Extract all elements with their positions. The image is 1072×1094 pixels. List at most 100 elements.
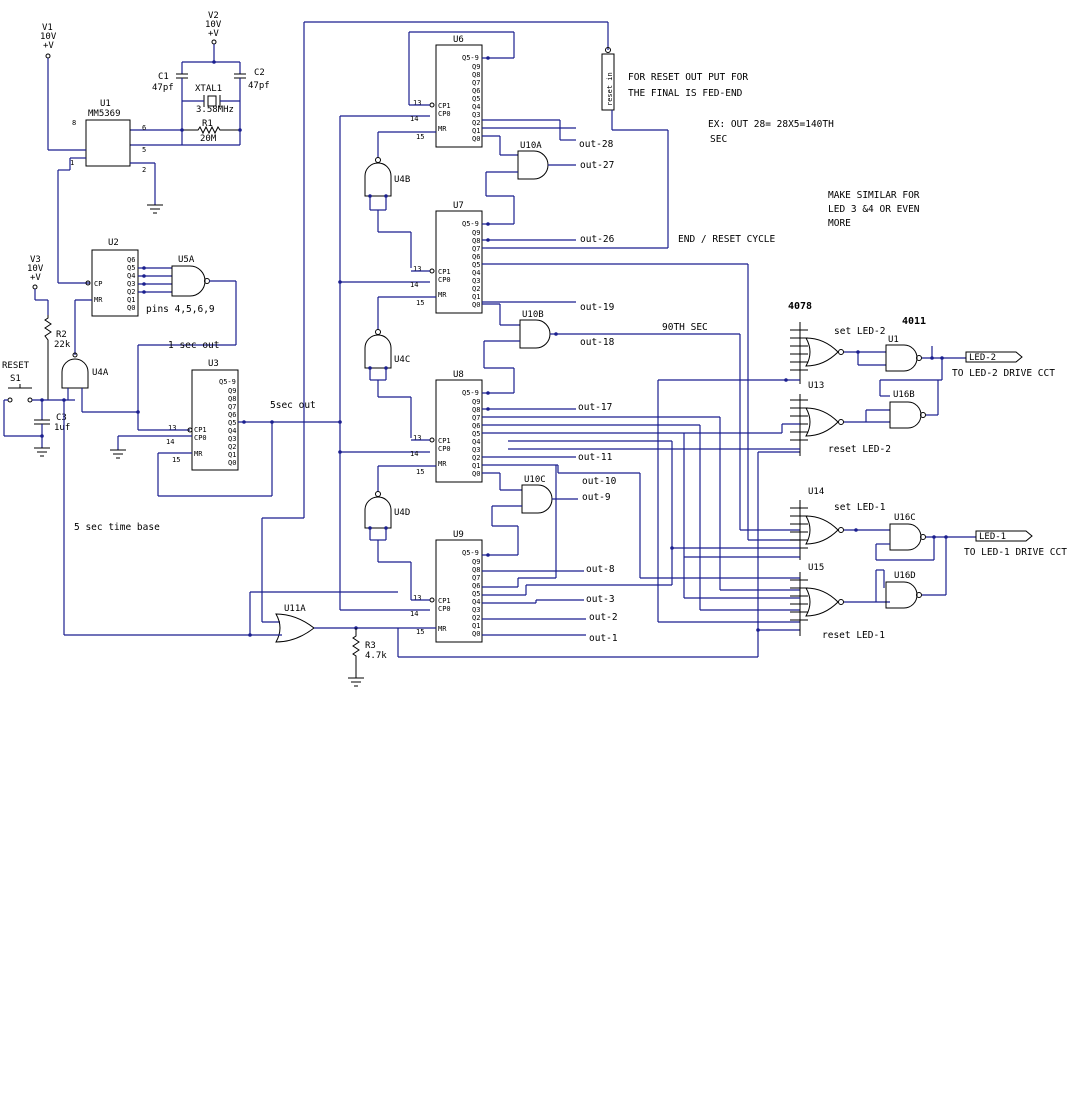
output-8: out-8	[586, 564, 615, 575]
svg-text:Q5: Q5	[228, 419, 236, 427]
svg-text:U7: U7	[453, 201, 464, 211]
v2-polarity: +V	[208, 29, 219, 39]
output-3: out-3	[586, 594, 615, 605]
svg-text:Q6: Q6	[472, 253, 480, 261]
svg-text:13: 13	[413, 99, 421, 107]
svg-text:13: 13	[168, 424, 176, 432]
svg-text:MR: MR	[438, 125, 447, 133]
chip-u2: U2 4024 Q6 Q5 Q4 Q3 Q2 Q1 Q0 CP MR pins …	[74, 238, 215, 355]
svg-text:U13: U13	[808, 381, 824, 391]
notes: FOR RESET OUT PUT FOR THE FINAL IS FED-E…	[628, 72, 920, 333]
end-reset-label: END / RESET CYCLE	[678, 234, 776, 245]
u1-pin8: 8	[72, 119, 76, 127]
svg-text:Q3: Q3	[472, 446, 480, 454]
svg-text:Q8: Q8	[472, 406, 480, 414]
led2-connector[interactable]	[965, 351, 1023, 363]
gate-u4b: U4B	[364, 132, 412, 268]
svg-text:R3: R3	[365, 641, 376, 651]
svg-text:Q6: Q6	[228, 411, 236, 419]
svg-text:set LED-2: set LED-2	[834, 326, 885, 337]
svg-text:Q5-9: Q5-9	[462, 54, 479, 62]
led1-output: LED-1 TO LED-1 DRIVE CCT	[964, 530, 1067, 558]
svg-text:Q9: Q9	[472, 63, 480, 71]
gate-u15-reset-led1: U15 reset LED-1	[639, 433, 890, 641]
switch-contact-right[interactable]	[27, 397, 33, 403]
svg-text:U10C: U10C	[524, 475, 546, 485]
output-27: out-27	[580, 160, 614, 171]
crystal-section: C1 47pf C2 47pf XTAL1 3.58MHz R1 20M	[130, 60, 270, 146]
u1-pin6: 6	[142, 124, 146, 132]
output-2: out-2	[589, 612, 618, 623]
s1-label[interactable]: S1	[10, 374, 21, 384]
svg-text:Q4: Q4	[472, 103, 480, 111]
c2-value: 47pf	[248, 81, 270, 91]
svg-text:U16B: U16B	[893, 390, 915, 400]
c1-name: C1	[158, 72, 169, 82]
gate-u11a: U11A R3 4.7k	[248, 451, 800, 687]
chip-u8: U8 4017 Q5-9 Q9 Q8 Q7 Q6 Q5 Q4 Q3 Q2 Q1 …	[378, 367, 800, 611]
svg-text:Q5: Q5	[472, 430, 480, 438]
svg-text:CP0: CP0	[438, 445, 451, 453]
svg-text:Q6: Q6	[472, 422, 480, 430]
v3-value: 10V	[27, 264, 44, 274]
svg-text:U10B: U10B	[522, 310, 544, 320]
svg-text:Q2: Q2	[127, 288, 135, 296]
note-example-line1: EX: OUT 28= 28X5=140TH	[708, 119, 834, 130]
svg-text:Q0: Q0	[472, 135, 480, 143]
clock-bus	[338, 115, 430, 611]
svg-text:U4C: U4C	[394, 355, 410, 365]
output-9: out-9	[582, 492, 611, 503]
svg-text:Q5: Q5	[472, 590, 480, 598]
v1-value: 10V	[40, 32, 57, 42]
r1-value: 20M	[200, 134, 217, 144]
five-sec-label: 5sec out	[270, 400, 316, 411]
switch-contact-left[interactable]	[7, 397, 13, 403]
u1-pin1: 1	[70, 159, 74, 167]
r2-name: R2	[56, 330, 67, 340]
svg-text:Q9: Q9	[472, 398, 480, 406]
svg-text:Q5-9: Q5-9	[462, 549, 479, 557]
svg-text:U3: U3	[208, 359, 219, 369]
svg-text:reset LED-2: reset LED-2	[828, 444, 891, 455]
svg-text:Q0: Q0	[472, 470, 480, 478]
led1-connector[interactable]	[975, 530, 1033, 542]
svg-text:Q4: Q4	[472, 438, 480, 446]
v1-polarity: +V	[43, 41, 54, 51]
output-28: out-28	[579, 139, 614, 150]
output-26: out-26	[580, 234, 615, 245]
output-11: out-11	[578, 452, 613, 463]
u1-pin5: 5	[142, 146, 146, 154]
to-led1-label: TO LED-1 DRIVE CCT	[964, 547, 1067, 558]
u1-pin2: 2	[142, 166, 146, 174]
chip-u9: U9 4017 Q5-9 Q9 Q8 Q7 Q6 Q5 Q4 Q3 Q2 Q1 …	[398, 441, 673, 643]
gate-u13-reset-led2: reset LED-2	[482, 394, 891, 456]
svg-text:14: 14	[410, 115, 418, 123]
svg-text:Q2: Q2	[472, 614, 480, 622]
svg-text:CP: CP	[94, 280, 102, 288]
svg-text:CP0: CP0	[194, 434, 207, 442]
time-base-label: 5 sec time base	[74, 522, 160, 533]
svg-text:U11A: U11A	[284, 604, 306, 614]
u1-part: MM5369	[88, 109, 121, 119]
svg-text:Q9: Q9	[472, 229, 480, 237]
svg-text:U14: U14	[808, 487, 824, 497]
c1-value: 47pf	[152, 83, 174, 93]
note-reset-line1: FOR RESET OUT PUT FOR	[628, 72, 748, 83]
chip-u6: U6 4017 Q5-9 Q9 Q8 Q7 Q6 Q5 Q4 Q3 Q2 Q1 …	[378, 31, 576, 156]
svg-text:Q3: Q3	[228, 435, 236, 443]
output-1: out-1	[589, 633, 618, 644]
svg-text:MR: MR	[438, 291, 447, 299]
gate-u16d: U16D	[883, 537, 947, 609]
svg-text:14: 14	[410, 281, 418, 289]
svg-text:Q3: Q3	[472, 277, 480, 285]
svg-text:Q0: Q0	[472, 630, 480, 638]
svg-text:15: 15	[416, 299, 424, 307]
gate-u4a: U4A	[61, 352, 140, 414]
svg-text:U15: U15	[808, 563, 824, 573]
svg-text:Q4: Q4	[228, 427, 236, 435]
svg-text:U5A: U5A	[178, 255, 195, 265]
svg-text:Q0: Q0	[228, 459, 236, 467]
reset-in-connector[interactable]	[601, 53, 615, 111]
r2-value: 22k	[54, 340, 71, 350]
to-led2-label: TO LED-2 DRIVE CCT	[952, 368, 1055, 379]
